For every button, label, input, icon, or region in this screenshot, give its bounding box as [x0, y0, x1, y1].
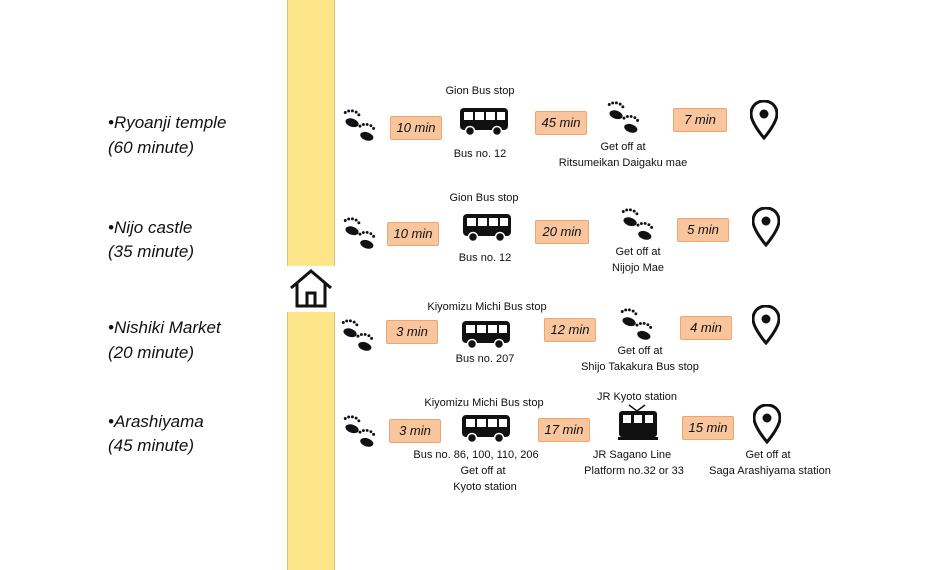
route-4-train-station: JR Kyoto station: [596, 391, 678, 403]
route-4-walk-badge: 3 min: [389, 419, 441, 443]
bus-icon: [462, 213, 512, 243]
route-4-train-platform: Platform no.32 or 33: [584, 465, 684, 477]
route-1-bus-stop: Gion Bus stop: [445, 85, 515, 97]
route-4-duration: (45 minute): [108, 436, 194, 455]
route-2-get-off: Get off at: [615, 246, 661, 258]
route-2-bus-stop: Gion Bus stop: [449, 192, 519, 204]
route-2-walk-badge: 10 min: [387, 222, 439, 246]
route-3-duration: (20 minute): [108, 343, 194, 362]
route-4-bus-get-off: Get off at: [460, 465, 506, 477]
route-4-bus-number: Bus no. 86, 100, 110, 206: [413, 449, 539, 461]
footprints-icon: [343, 109, 376, 142]
route-4-destination: •Arashiyama: [108, 412, 204, 431]
route-2-duration: (35 minute): [108, 242, 194, 261]
footprints-icon: [343, 415, 376, 448]
route-4-get-off: Get off at: [745, 449, 791, 461]
bus-icon: [461, 320, 511, 350]
route-1-get-off-place: Ritsumeikan Daigaku mae: [558, 157, 688, 169]
route-2-final-walk-badge: 5 min: [677, 218, 729, 242]
route-3-get-off: Get off at: [617, 345, 663, 357]
route-3-get-off-place: Shijo Takakura Bus stop: [581, 361, 699, 373]
route-4-final-walk-badge: 15 min: [682, 416, 734, 440]
footprints-icon: [341, 319, 374, 352]
footprints-icon: [621, 208, 654, 241]
route-1-destination: •Ryoanji temple: [108, 113, 227, 132]
route-3-bus-badge: 12 min: [544, 318, 596, 342]
train-icon: [617, 404, 659, 441]
location-pin-icon: [750, 100, 778, 140]
route-1-get-off: Get off at: [600, 141, 646, 153]
location-pin-icon: [753, 404, 781, 444]
location-pin-icon: [752, 207, 780, 247]
bus-icon: [459, 107, 509, 137]
route-1-bus-badge: 45 min: [535, 111, 587, 135]
route-4-train-line: JR Sagano Line: [592, 449, 672, 461]
footprints-icon: [343, 217, 376, 250]
route-3-bus-stop: Kiyomizu Michi Bus stop: [427, 301, 547, 313]
route-2-bus-badge: 20 min: [535, 220, 589, 244]
bus-icon: [461, 414, 511, 444]
route-4-get-off-place: Saga Arashiyama station: [709, 465, 831, 477]
route-1-bus-number: Bus no. 12: [453, 148, 507, 160]
footprints-icon: [620, 308, 653, 341]
route-2-destination: •Nijo castle: [108, 218, 193, 237]
route-3-final-walk-badge: 4 min: [680, 316, 732, 340]
route-1-duration: (60 minute): [108, 138, 194, 157]
route-3-bus-number: Bus no. 207: [455, 353, 515, 365]
location-pin-icon: [752, 305, 780, 345]
route-1-walk-badge: 10 min: [390, 116, 442, 140]
home-icon: [286, 266, 336, 312]
route-3-walk-badge: 3 min: [386, 320, 438, 344]
route-3-destination: •Nishiki Market: [108, 318, 221, 337]
footprints-icon: [607, 101, 640, 134]
route-4-bus-badge: 17 min: [538, 418, 590, 442]
route-2-bus-number: Bus no. 12: [458, 252, 512, 264]
route-1-final-walk-badge: 7 min: [673, 108, 727, 132]
route-2-get-off-place: Nijojo Mae: [612, 262, 664, 274]
route-4-bus-stop: Kiyomizu Michi Bus stop: [424, 397, 544, 409]
route-4-bus-get-off-place: Kyoto station: [453, 481, 517, 493]
